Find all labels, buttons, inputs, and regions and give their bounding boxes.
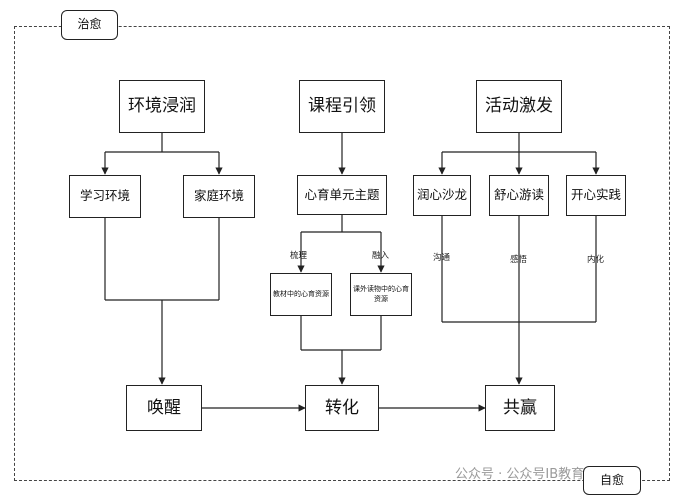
node-gongying-label: 共赢 <box>503 397 537 418</box>
node-extra-reading: 课外读物中的心育资源 <box>350 273 412 316</box>
frame-tag: 治愈 <box>61 10 118 40</box>
end-tag-label: 自愈 <box>599 472 624 487</box>
node-course-label: 课程引领 <box>308 96 376 117</box>
node-runxin-label: 润心沙龙 <box>416 187 467 203</box>
node-zhuanhua-label: 转化 <box>325 397 359 418</box>
node-huanxing-label: 唤醒 <box>147 397 181 418</box>
node-course: 课程引领 <box>299 80 385 133</box>
node-kaixin-label: 开心实践 <box>570 187 621 203</box>
edge-label-goutong: 沟通 <box>433 253 451 263</box>
end-tag: 自愈 <box>583 466 641 495</box>
node-kaixin: 开心实践 <box>566 175 626 216</box>
node-study-env: 学习环境 <box>69 175 141 218</box>
node-env: 环境浸润 <box>119 80 205 133</box>
node-env-label: 环境浸润 <box>128 96 196 117</box>
node-gongying: 共赢 <box>485 385 555 431</box>
node-shuxin: 舒心游读 <box>489 175 549 216</box>
node-runxin: 润心沙龙 <box>413 175 471 216</box>
node-study-env-label: 学习环境 <box>79 188 130 204</box>
edge-label-ganwu: 感悟 <box>510 255 528 265</box>
node-textbook: 教材中的心育资源 <box>270 273 332 316</box>
dashed-frame <box>14 26 670 481</box>
node-theme: 心育单元主题 <box>297 175 387 215</box>
watermark: 公众号 · 公众号IB教育家 <box>455 467 598 482</box>
node-activity-label: 活动激发 <box>485 96 553 117</box>
edge-label-shuli: 梳理 <box>290 251 308 261</box>
frame-tag-label: 治愈 <box>77 17 102 32</box>
node-family-env-label: 家庭环境 <box>193 188 244 204</box>
node-zhuanhua: 转化 <box>305 385 379 431</box>
node-textbook-label: 教材中的心育资源 <box>273 289 329 298</box>
node-theme-label: 心育单元主题 <box>304 186 380 202</box>
node-activity: 活动激发 <box>476 80 562 133</box>
node-shuxin-label: 舒心游读 <box>493 187 544 203</box>
node-family-env: 家庭环境 <box>183 175 255 218</box>
node-huanxing: 唤醒 <box>126 385 202 431</box>
edge-label-neihua: 内化 <box>587 255 605 265</box>
edge-label-rongru: 融入 <box>372 251 390 261</box>
node-extra-reading-label: 课外读物中的心育资源 <box>353 285 409 303</box>
